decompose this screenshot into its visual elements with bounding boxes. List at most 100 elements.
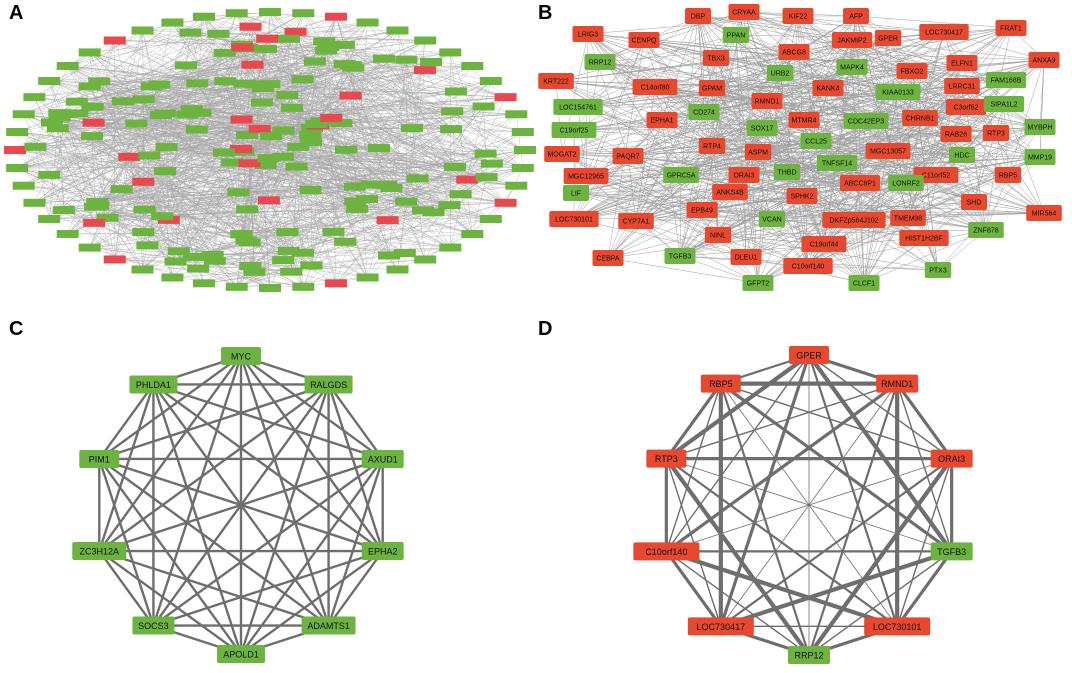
network-b-node-label: C19orf25 [560, 128, 589, 135]
network-a-node [277, 246, 300, 255]
network-b-node: CHRNB1 [902, 110, 938, 126]
network-b-node-label: LONRF2 [892, 181, 920, 188]
network-a-node [292, 282, 315, 291]
network-a-node [155, 143, 178, 152]
network-b-node-label: CENPQ [632, 38, 657, 45]
network-a-node [378, 251, 401, 260]
network-a-node [111, 97, 134, 106]
network-b-node-label: ANKS4B [716, 190, 744, 197]
network-a-node [276, 228, 299, 237]
network-b-node-label: LOC730417 [925, 30, 963, 37]
network-a-node [239, 262, 262, 271]
network-a-node [186, 79, 209, 88]
network-b-node-label: CLCF1 [853, 281, 875, 288]
network-a-node [272, 126, 295, 135]
panel-a: A [0, 0, 536, 300]
network-a-node [441, 107, 464, 116]
network-b-node: LRRC31 [944, 78, 980, 94]
network-b-node: LIF [563, 185, 589, 201]
network-a-node [254, 161, 277, 170]
network-c-node: PHLDA1 [129, 375, 178, 394]
network-b-node-label: GPER [878, 36, 898, 43]
network-a-node [324, 12, 347, 21]
network-b-node-label: MIR564 [1032, 211, 1057, 218]
network-d-node: TGFB3 [930, 542, 973, 561]
network-a-node [12, 110, 35, 119]
network-a-node [131, 26, 154, 35]
network-a-node [235, 236, 258, 245]
network-c-node: SOCS3 [132, 616, 175, 635]
network-a-node [514, 146, 536, 154]
network-b-node-label: DKFZp564J102 [829, 218, 878, 225]
network-b-node: ASPM [744, 144, 772, 160]
network-a-node [207, 29, 230, 38]
network-b-node-label: RRP12 [589, 60, 612, 67]
network-b-node-label: TGFB3 [669, 254, 692, 261]
network-b-node: TNFSF14 [816, 155, 858, 171]
network-b-node-label: C10orf140 [792, 264, 825, 271]
network-a-node [201, 250, 224, 259]
network-a-node [271, 152, 294, 161]
network-b-node-label: TNFSF14 [822, 161, 852, 168]
network-b-node: ANKS4B [712, 184, 748, 200]
network-a-node [461, 230, 484, 239]
network-a-node [227, 188, 250, 197]
network-b-node: FRAT1 [995, 20, 1027, 36]
network-b-node-label: EPHA1 [651, 118, 674, 125]
network-b-node: AFP [843, 8, 869, 24]
network-d-node-label: LOC730417 [697, 622, 746, 632]
network-b-node-label: CEBPA [596, 256, 620, 263]
network-b-node: DKFZp564J102 [822, 212, 886, 228]
network-b-node-label: TMEM98 [894, 216, 923, 223]
network-a-node [300, 261, 323, 270]
network-b-node-label: KIAA0133 [882, 90, 914, 97]
network-c-node: MYC [221, 347, 261, 365]
network-b-node: C19orf25 [551, 122, 597, 138]
network-a-node [356, 273, 379, 282]
network-b-node-label: MYBPH [1028, 125, 1053, 132]
network-a-node [110, 185, 133, 194]
network-a-node [154, 167, 177, 176]
network-b-node-label: TBX3 [707, 56, 725, 63]
network-b-node-label: LIF [571, 191, 581, 198]
network-a-node [81, 102, 104, 111]
network-a-node [83, 218, 106, 227]
network-a-node [56, 230, 79, 239]
network-b-node: TBX3 [702, 50, 730, 66]
network-a-node [182, 252, 205, 261]
network-a-node [277, 34, 300, 43]
network-a-node [475, 173, 498, 182]
network-b-node-label: GPRC5A [667, 173, 696, 180]
network-b-node-label: ZNF878 [973, 228, 998, 235]
network-b-node: SHD [961, 194, 987, 210]
network-a-node [103, 36, 126, 45]
network-c-node: PIM1 [79, 449, 120, 468]
network-b-node-label: MOGAT2 [547, 152, 576, 159]
network-b-node: KIF22 [782, 8, 814, 24]
network-a-node [272, 256, 295, 265]
network-b-node: PAQR7 [612, 148, 644, 164]
network-a-node [193, 279, 216, 288]
network-a-node [164, 257, 187, 266]
network-d-node-label: RTP3 [655, 454, 678, 464]
network-b-node-label: MAPK4 [840, 65, 864, 72]
network-a-node [248, 124, 271, 133]
network-a-node [356, 18, 379, 27]
network-a-node [230, 230, 253, 239]
network-a-node [511, 127, 534, 136]
network-a-node [78, 243, 101, 252]
network-a-node [335, 145, 358, 154]
network-d-node: C10orf140 [633, 542, 700, 561]
network-b-node: CCL25 [800, 133, 832, 149]
network-b-node-label: URB2 [771, 71, 790, 78]
network-d-node: RMND1 [876, 374, 919, 393]
network-b-node-label: MMP19 [1028, 155, 1052, 162]
network-b-node: C10orf140 [783, 258, 833, 274]
network-b-node-label: MGC13057 [870, 149, 906, 156]
network-b-node-label: CCL25 [805, 139, 827, 146]
network-b-node-label: RTP4 [703, 144, 721, 151]
network-a-node [472, 102, 495, 111]
network-a-node [38, 170, 61, 179]
panel-d-label: D [538, 318, 553, 340]
